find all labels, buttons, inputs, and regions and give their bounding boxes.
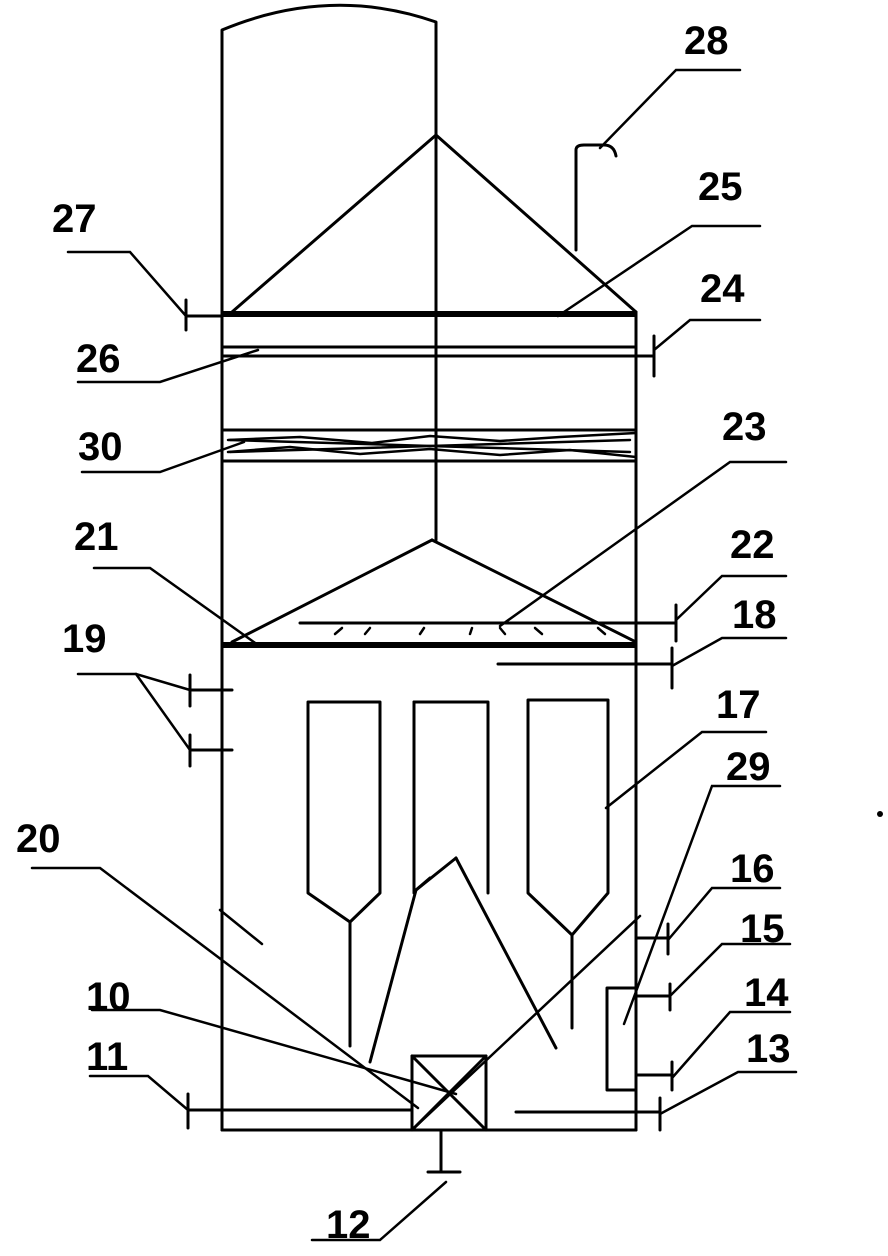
label-20: 20: [16, 817, 61, 861]
pipe-18: [496, 646, 674, 690]
label-22: 22: [730, 523, 775, 567]
label-29: 29: [726, 745, 771, 789]
deflector: [368, 856, 558, 1064]
packing-layer-30: [220, 428, 638, 463]
label-16: 16: [730, 847, 775, 891]
label-18: 18: [732, 593, 777, 637]
lower-hood: [230, 538, 638, 644]
box-29: [605, 982, 674, 1092]
label-12: 12: [326, 1203, 371, 1247]
reference-labels: 28 25 27 24 26 23 30 21 22 18 19 17 29 2…: [16, 19, 791, 1247]
pipes-19: [188, 673, 234, 768]
label-14: 14: [744, 971, 789, 1015]
leader-lines: [30, 68, 798, 1242]
label-28: 28: [684, 19, 729, 63]
pipe-27: [184, 298, 224, 332]
pipe-13: [514, 1096, 662, 1132]
label-17: 17: [716, 683, 761, 727]
label-21: 21: [74, 515, 119, 559]
label-27: 27: [52, 197, 97, 241]
label-30: 30: [78, 425, 123, 469]
label-10: 10: [86, 975, 131, 1019]
label-24: 24: [700, 267, 745, 311]
baffles-17: [306, 698, 610, 1048]
spray-pipe-23: [298, 603, 678, 643]
plate-26: [220, 334, 656, 378]
vessel-shell: [220, 3, 638, 1132]
label-13: 13: [746, 1027, 791, 1071]
label-25: 25: [698, 165, 743, 209]
stray-dot: [877, 811, 883, 817]
vent-pipe-28: [574, 143, 618, 252]
label-15: 15: [740, 907, 785, 951]
label-19: 19: [62, 617, 107, 661]
label-26: 26: [76, 337, 121, 381]
label-23: 23: [722, 405, 767, 449]
top-hood: [230, 133, 638, 542]
pipe-12: [426, 1128, 462, 1174]
label-11: 11: [86, 1035, 128, 1079]
